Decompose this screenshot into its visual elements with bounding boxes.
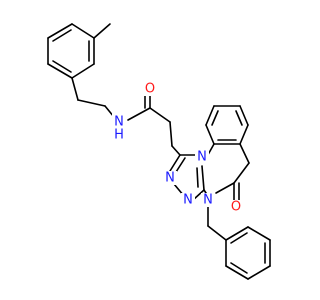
carbonyl-oxygen-label: O xyxy=(231,200,241,215)
atom-labels: N H O N N N N O xyxy=(112,82,243,215)
tolyl-ring xyxy=(47,23,111,79)
amide-nitrogen-label: N xyxy=(114,115,124,130)
fused-core xyxy=(169,105,250,201)
amide-hydrogen-label: H xyxy=(114,128,124,143)
quinazoline-n4-label: N xyxy=(203,193,213,208)
methyl-bond xyxy=(93,23,111,39)
triazole-n3-label: N xyxy=(183,193,193,208)
triazole-n1-label: N xyxy=(197,150,207,165)
triazole-n2-label: N xyxy=(165,171,175,186)
amide-oxygen-label: O xyxy=(145,82,155,97)
benzyl-group xyxy=(207,202,271,280)
amide-group xyxy=(127,91,181,156)
ethyl-linker xyxy=(71,77,115,118)
molecule-structure-diagram: N H O N N N N O xyxy=(47,23,271,280)
